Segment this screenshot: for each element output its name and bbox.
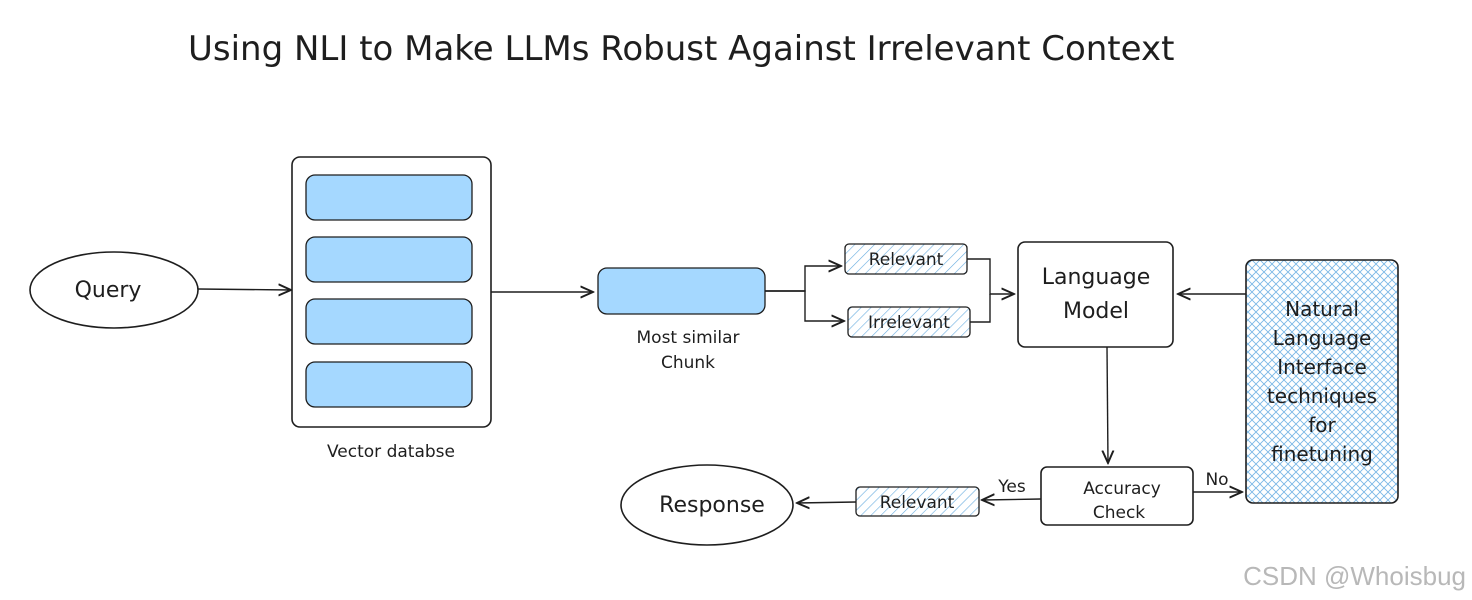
llm-label-line1: Language [1042,265,1151,290]
most-similar-chunk [597,267,766,315]
irrelevant-tag: Irrelevant [847,306,971,338]
watermark: CSDN @Whoisbug [1243,561,1466,591]
no-label: No [1205,470,1228,490]
irrelevant-tag-label: Irrelevant [868,313,950,333]
db-chunk-4 [305,361,473,408]
db-chunk-3 [305,298,473,345]
nli-line-5: for [1308,413,1336,437]
arrow-llm-to-accuracy [1107,346,1108,463]
relevant-tag: Relevant [844,243,968,275]
nli-line-2: Language [1273,326,1372,350]
arrow-relevant-to-response [797,502,857,503]
llm-label-line2: Model [1063,299,1129,324]
nli-line-1: Natural [1285,297,1359,321]
db-chunk-1 [305,174,473,221]
arrow-relevant-to-llm [967,258,1014,294]
accuracy-label-line2: Check [1093,503,1145,523]
relevant-output-label: Relevant [880,493,955,513]
nli-line-3: Interface [1277,355,1367,379]
nli-line-4: techniques [1267,384,1377,408]
query-node: Query [29,251,199,329]
arrow-irrelevant-to-llm [970,294,991,323]
arrow-accuracy-to-relevant [982,499,1042,500]
vector-database [291,156,492,428]
db-chunk-2 [305,236,473,283]
language-model-node: Language Model [1017,241,1174,348]
chunk-caption-line1: Most similar [637,328,740,348]
diagram-title: Using NLI to Make LLMs Robust Against Ir… [188,29,1174,69]
yes-label: Yes [997,477,1026,497]
chunk-caption-line2: Chunk [661,353,715,373]
nli-line-6: finetuning [1271,442,1373,466]
accuracy-check-node: Accuracy Check [1040,466,1194,526]
response-label: Response [659,493,765,518]
relevant-tag-label: Relevant [869,250,944,270]
response-node: Response [620,464,794,546]
relevant-output-tag: Relevant [855,486,980,517]
arrow-query-to-db [197,289,291,290]
accuracy-label-line1: Accuracy [1083,479,1161,499]
query-label: Query [75,278,142,303]
arrow-chunk-to-relevant [765,266,841,292]
vector-db-caption: Vector databse [327,442,455,462]
arrow-chunk-to-irrelevant [765,290,844,321]
